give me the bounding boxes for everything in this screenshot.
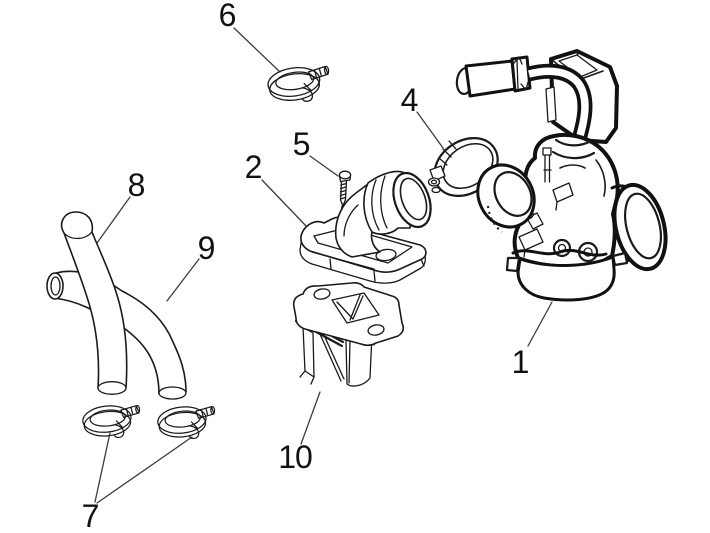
callout-9: 9 [197, 230, 216, 266]
intake-manifold-2 [299, 170, 432, 284]
callout-2: 2 [244, 149, 263, 185]
wire-clamp-6 [265, 62, 334, 108]
callout-1: 1 [511, 344, 530, 380]
callout-4: 4 [400, 82, 419, 118]
carburetor-1 [455, 49, 668, 302]
callout-8: 8 [127, 167, 146, 203]
wire-clamp-7-left [80, 402, 143, 442]
wire-clamp-7-right [155, 403, 218, 443]
leader-lines [94, 27, 553, 504]
hose-8-drawing [60, 211, 128, 395]
callout-10: 10 [278, 439, 313, 475]
callout-5: 5 [292, 126, 311, 162]
reed-valve-10 [292, 282, 405, 387]
callout-7: 7 [81, 498, 100, 533]
hose-9-drawing [46, 270, 187, 400]
callout-6: 6 [218, 0, 237, 33]
